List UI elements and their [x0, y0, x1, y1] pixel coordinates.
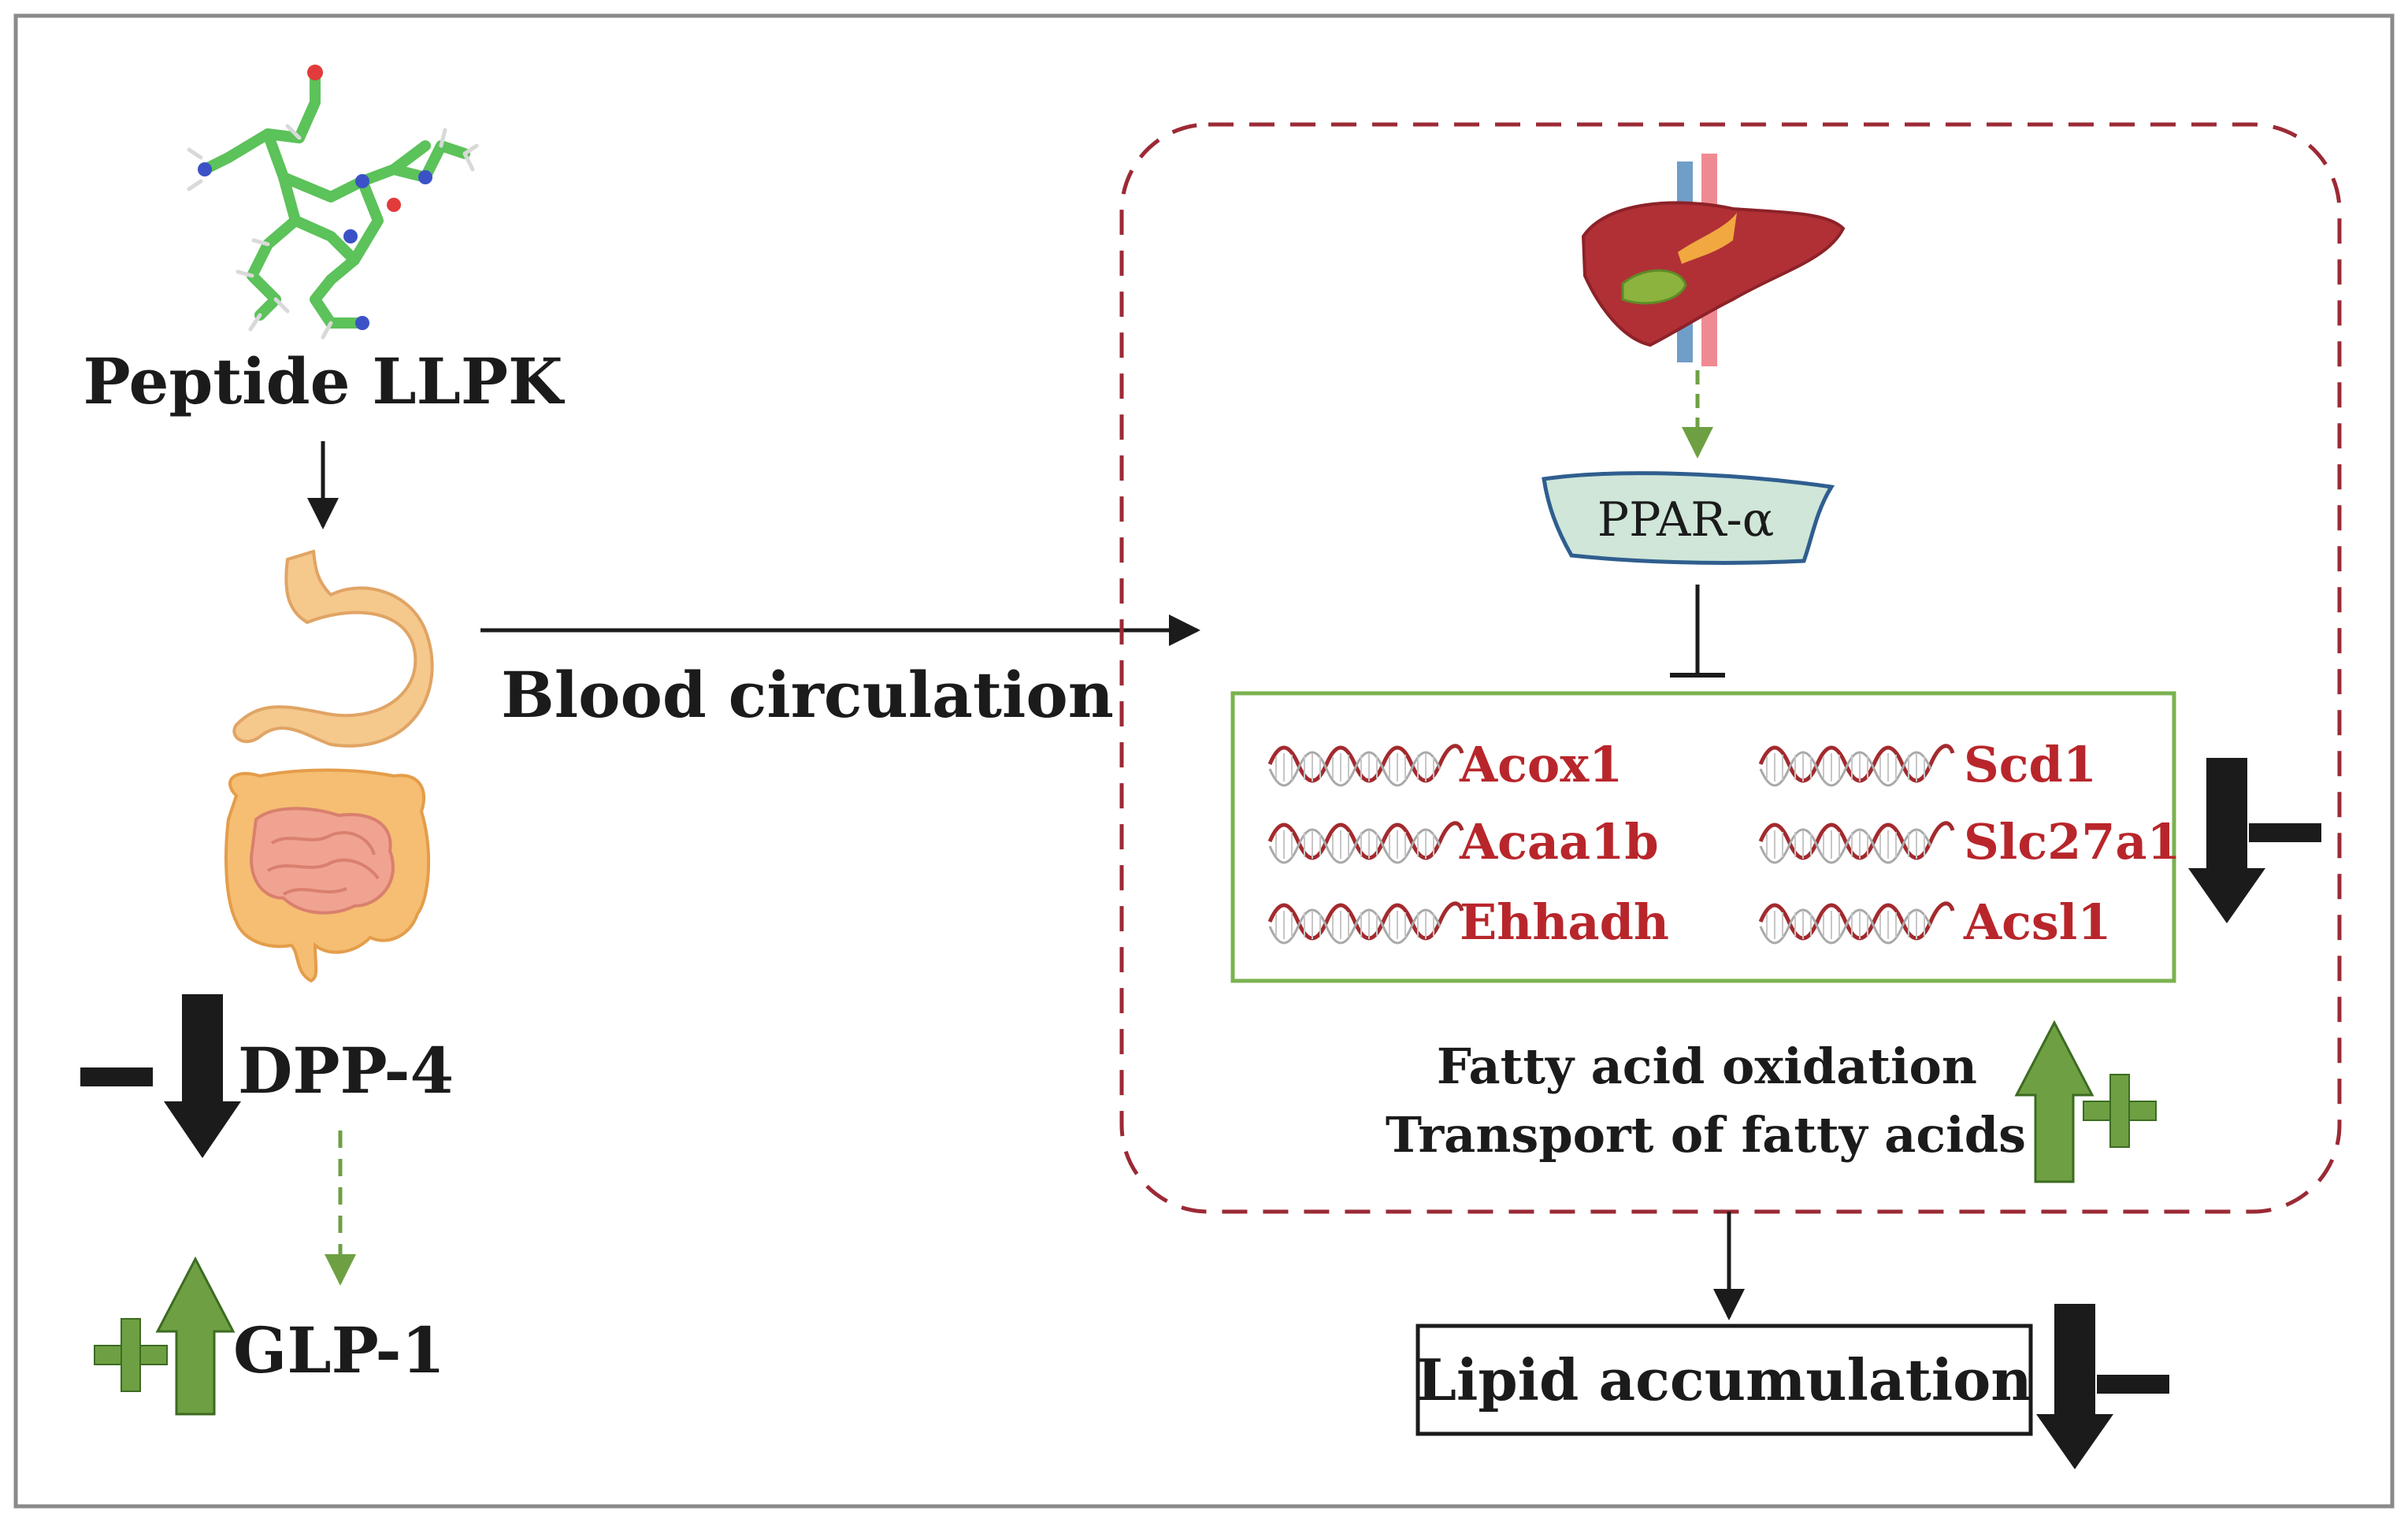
- peptide-label: Peptide LLPK: [83, 344, 565, 418]
- up-arrow-glp1-icon: [155, 1256, 236, 1416]
- peptide-molecule-icon: [187, 65, 479, 340]
- minus-sign-lipid-icon: [2097, 1375, 2169, 1394]
- down-arrow-dpp4-icon: [164, 994, 241, 1158]
- gene-label: Acaa1b: [1459, 813, 1659, 871]
- lipid-accumulation-box: [1415, 1324, 2033, 1436]
- gene-left-3: Ehhadh: [1270, 893, 1669, 951]
- liver-icon: [1581, 154, 1846, 366]
- blood-circulation-label: Blood circulation: [501, 658, 1114, 732]
- minus-sign-icon: [80, 1067, 153, 1086]
- ppar-alpha-shape: [1542, 471, 1835, 565]
- plus-sign-fatty-acid-icon: [2083, 1074, 2157, 1148]
- gene-label: Acsl1: [1963, 893, 2111, 951]
- glp1-label: GLP-1: [233, 1313, 445, 1387]
- up-arrow-fatty-acid-icon: [2014, 1019, 2094, 1183]
- minus-sign-genes-icon: [2249, 823, 2321, 842]
- down-arrow-genes-icon: [2188, 758, 2265, 923]
- ppar-alpha-label: PPAR-α: [1597, 492, 1775, 548]
- gene-right-2: Slc27a1: [1761, 813, 2181, 871]
- gene-right-1: Scd1: [1761, 736, 2097, 793]
- plus-sign-icon: [94, 1318, 168, 1392]
- intestine-icon: [224, 768, 431, 983]
- gene-label: Slc27a1: [1964, 813, 2181, 871]
- gene-label: Ehhadh: [1460, 893, 1669, 951]
- lipid-accumulation-label: Lipid accumulation: [1416, 1346, 2031, 1413]
- down-arrow-lipid-icon: [2036, 1304, 2113, 1469]
- transport-fatty-acids-label: Transport of fatty acids: [1386, 1106, 2026, 1164]
- gene-left-2: Acaa1b: [1270, 813, 1659, 871]
- gene-label: Acox1: [1459, 736, 1623, 793]
- dpp4-label: DPP-4: [238, 1034, 454, 1108]
- gene-left-1: Acox1: [1270, 736, 1623, 793]
- gene-right-3: Acsl1: [1761, 893, 2111, 951]
- gene-label: Scd1: [1964, 736, 2097, 793]
- stomach-icon: [232, 549, 434, 748]
- fatty-acid-oxidation-label: Fatty acid oxidation: [1437, 1038, 1977, 1095]
